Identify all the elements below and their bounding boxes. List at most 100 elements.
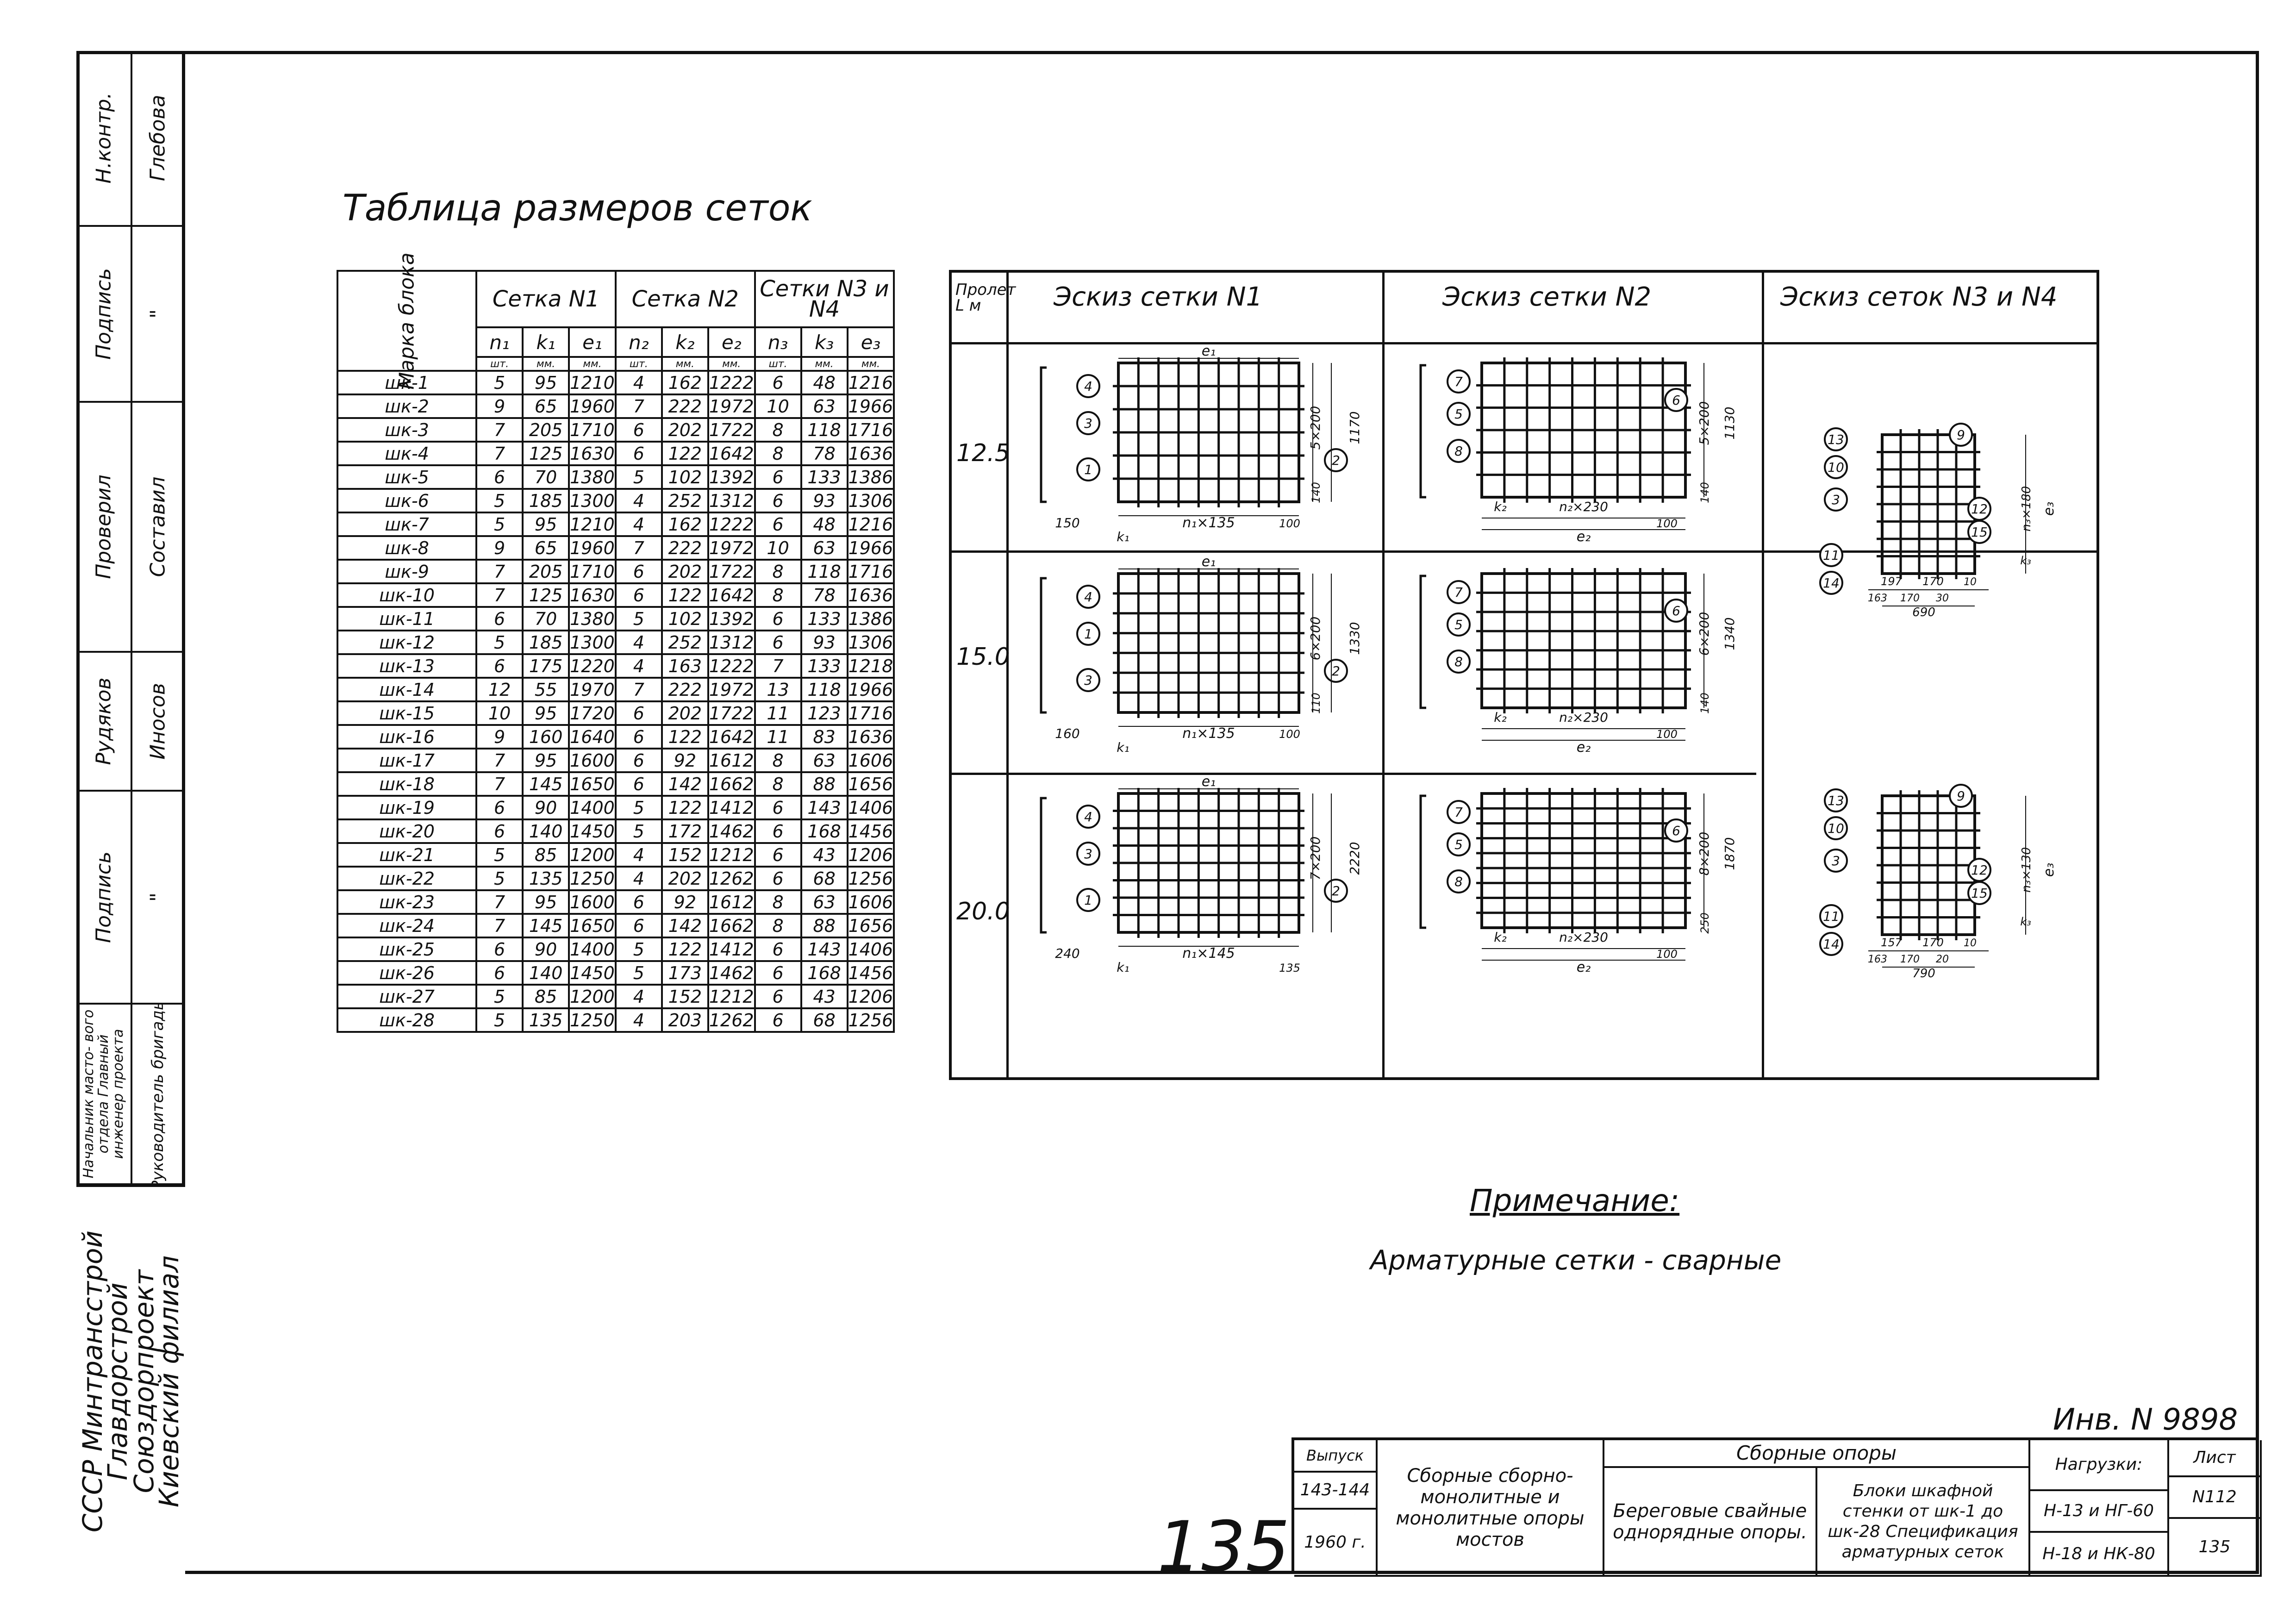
callout-circle xyxy=(1324,448,1348,472)
callout-circle xyxy=(1447,650,1471,674)
value-cell: 63 xyxy=(800,889,849,915)
value-cell: 163 xyxy=(661,653,709,679)
value-cell: 145 xyxy=(522,913,570,938)
dimension-v1: 5×200 xyxy=(1697,401,1712,445)
value-cell: 1450 xyxy=(568,818,617,844)
subsection-title: Береговые свайные однорядные опоры. xyxy=(1604,1468,1817,1577)
callout-number: 6 xyxy=(1672,823,1680,838)
value-cell: 95 xyxy=(522,512,570,537)
value-cell: 140 xyxy=(522,818,570,844)
block-mark-cell: шк-21 xyxy=(336,842,478,868)
callout-number: 9 xyxy=(1957,788,1965,804)
value-cell: 7 xyxy=(475,441,524,466)
dimension-n: n₂×230 xyxy=(1559,710,1608,725)
dimension-e: e₂ xyxy=(1577,959,1591,975)
drawing-frame xyxy=(76,51,2259,1574)
sketch-header-3: Эскиз сеток N3 и N4 xyxy=(1780,282,2058,312)
dimension-c: 10 xyxy=(1964,576,1977,588)
value-cell: 1216 xyxy=(846,370,895,395)
value-cell: 6 xyxy=(754,512,802,537)
value-cell: 7 xyxy=(754,653,802,679)
dimension-a: 157 xyxy=(1881,936,1903,949)
value-cell: 6 xyxy=(614,559,663,584)
block-mark-cell: шк-26 xyxy=(336,960,478,986)
value-cell: 1300 xyxy=(568,630,617,655)
block-mark-cell: шк-7 xyxy=(336,512,478,537)
dimension-v3: 110 xyxy=(1310,693,1323,714)
page-number-handwritten: 135 xyxy=(1157,1507,1290,1587)
bent-bar-profile xyxy=(1040,577,1047,714)
value-cell: 222 xyxy=(661,394,709,419)
value-cell: 95 xyxy=(522,748,570,773)
value-cell: 4 xyxy=(614,370,663,395)
sketch-header-1: Эскиз сетки N1 xyxy=(1054,282,1263,312)
value-cell: 4 xyxy=(614,630,663,655)
callout-circle xyxy=(1447,832,1471,856)
value-cell: 1400 xyxy=(568,795,617,820)
value-cell: 1640 xyxy=(568,724,617,750)
dimension-total: 790 xyxy=(1912,967,1935,981)
value-cell: 1710 xyxy=(568,417,617,443)
span-value-1: 12.5 xyxy=(956,439,1010,467)
block-mark-cell: шк-10 xyxy=(336,582,478,608)
value-cell: 7 xyxy=(475,913,524,938)
value-cell: 1380 xyxy=(568,606,617,631)
value-cell: 1250 xyxy=(568,866,617,891)
dimension-left: 240 xyxy=(1055,946,1079,961)
value-cell: 7 xyxy=(475,417,524,443)
value-cell: 1262 xyxy=(707,1007,756,1033)
block-mark-cell: шк-17 xyxy=(336,748,478,773)
span-value-2: 15.0 xyxy=(956,643,1010,671)
value-cell: 10 xyxy=(475,700,524,726)
subheader-cell: k₂ xyxy=(661,326,709,358)
value-cell: 6 xyxy=(614,913,663,938)
dimension-v2: 1340 xyxy=(1722,617,1737,650)
subheader-cell: k₃ xyxy=(800,326,849,358)
value-cell: 6 xyxy=(754,630,802,655)
value-cell: 1462 xyxy=(707,818,756,844)
value-cell: 1392 xyxy=(707,606,756,631)
group-header-2: Сетка N2 xyxy=(614,270,756,328)
callout-number: 14 xyxy=(1823,937,1840,952)
callout-number: 13 xyxy=(1828,793,1844,808)
value-cell: 8 xyxy=(754,771,802,797)
dimension-n: n₁×135 xyxy=(1182,515,1235,531)
callout-circle xyxy=(1076,411,1100,435)
value-cell: 8 xyxy=(754,913,802,938)
value-cell: 1960 xyxy=(568,394,617,419)
block-mark-cell: шк-16 xyxy=(336,724,478,750)
value-cell: 122 xyxy=(661,795,709,820)
callout-circle xyxy=(1819,932,1843,956)
unit-cell: мм. xyxy=(707,356,756,372)
value-cell: 1642 xyxy=(707,582,756,608)
strip-cell: Подпись xyxy=(76,792,131,1005)
value-cell: 65 xyxy=(522,535,570,561)
block-mark-cell: шк-24 xyxy=(336,913,478,938)
value-cell: 1212 xyxy=(707,984,756,1009)
value-cell: 1392 xyxy=(707,464,756,490)
value-cell: 102 xyxy=(661,606,709,631)
value-cell: 1636 xyxy=(846,441,895,466)
value-cell: 92 xyxy=(661,889,709,915)
value-cell: 1966 xyxy=(846,677,895,702)
value-cell: 140 xyxy=(522,960,570,986)
value-cell: 6 xyxy=(754,818,802,844)
callout-circle xyxy=(1076,374,1100,398)
value-cell: 1412 xyxy=(707,795,756,820)
value-cell: 205 xyxy=(522,417,570,443)
callout-number: 2 xyxy=(1332,883,1340,899)
value-cell: 175 xyxy=(522,653,570,679)
value-cell: 4 xyxy=(614,866,663,891)
value-cell: 6 xyxy=(754,606,802,631)
value-cell: 83 xyxy=(800,724,849,750)
dimension-v2: e₃ xyxy=(2041,502,2057,516)
callout-number: 11 xyxy=(1823,548,1840,563)
callout-number: 6 xyxy=(1672,393,1680,408)
value-cell: 70 xyxy=(522,606,570,631)
